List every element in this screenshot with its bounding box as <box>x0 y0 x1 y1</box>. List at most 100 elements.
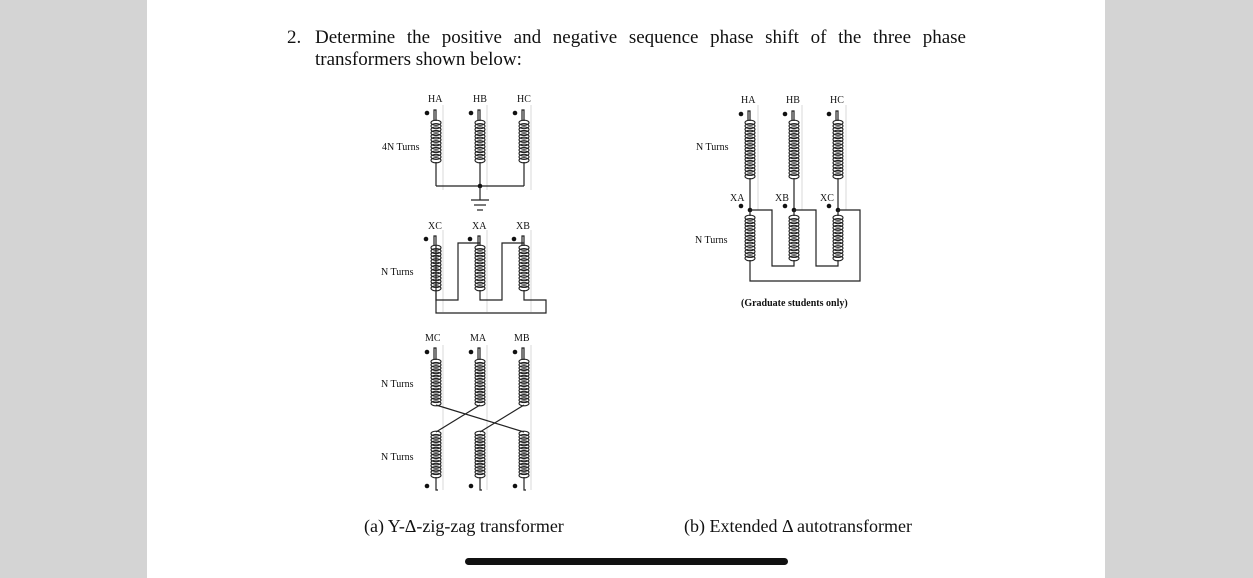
a-mid-lead <box>433 235 437 246</box>
a-zz-upper-coil-2-loop <box>518 368 530 375</box>
b-top-coil-1-loop <box>788 156 800 163</box>
a-top-coil-0-loop <box>430 153 442 160</box>
a-zz-lower-coil-0-loop <box>430 443 442 450</box>
a-zz-upper-coil-0-loop <box>430 358 442 365</box>
a-top-coil-1-loop <box>474 146 486 154</box>
a-zz-upper-coil-2-loop <box>518 384 530 391</box>
a-zz-lower-coil-0-loop <box>430 453 442 460</box>
a-zz-upper-coil-1-loop <box>474 384 486 391</box>
a-zz-lower-coil-2-loop <box>518 433 530 440</box>
b-top-coil-1-loop <box>788 163 800 170</box>
a-top-coil-2-loop <box>518 136 530 143</box>
a-zz-lower-coil-0-loop <box>430 449 442 456</box>
a-mid-lead <box>477 235 481 246</box>
a-mid-coil-2-loop <box>518 275 530 282</box>
a-mid-coil-1-loop <box>474 268 486 275</box>
a-zz-upper-coil-2-loop <box>518 358 530 365</box>
a-zz-upper-coil-0-loop <box>430 384 442 391</box>
a-zz-lower-coil-2-loop <box>518 462 530 469</box>
a-mid-coil-1-loop <box>474 251 486 258</box>
b-top-coil-0-loop <box>744 156 756 163</box>
a-mid-coil-1-loop <box>474 261 486 268</box>
a-zz-upper-coil-2-loop <box>518 387 530 394</box>
label-a-HC: HC <box>517 94 531 105</box>
b-top-coil-2-loop <box>832 169 844 177</box>
label-b-XA: XA <box>730 193 745 204</box>
b-bottom-coil-0-loop <box>744 238 756 245</box>
turns-b-bottom: N Turns <box>695 235 728 246</box>
b-tap-polarity-dot <box>782 203 788 209</box>
a-mid-coil-1-loop <box>474 264 486 272</box>
a-zz-upper-coil-1-loop <box>474 361 486 368</box>
a-mid-coil-1-loop <box>474 271 486 278</box>
b-top-lead <box>791 110 795 121</box>
a-mid-coil-1-loop <box>474 275 486 282</box>
b-delta-link-1 <box>749 209 861 282</box>
a-zz-lower-coil-0-loop <box>430 456 442 463</box>
b-top-coil-2-loop <box>832 153 844 160</box>
a-top-coil-0-loop <box>430 129 442 137</box>
a-top-coil-0-loop <box>430 143 442 150</box>
a-zz-lower-coil-2-loop <box>518 456 530 463</box>
a-top-coil-2-loop <box>518 153 530 160</box>
a-mid-coil-2-loop <box>518 258 530 265</box>
b-top-coil-1-loop <box>788 169 800 177</box>
b-top-coil-2-loop <box>832 139 844 146</box>
a-zz-lead <box>477 347 481 360</box>
b-top-coil-2-loop <box>832 126 844 133</box>
b-bottom-coil-1-loop <box>788 248 800 255</box>
b-top-coil-2-loop <box>832 159 844 166</box>
label-a-HB: HB <box>473 94 487 105</box>
a-zz-lower-coil-1-loop <box>474 449 486 456</box>
label-a-XB: XB <box>516 221 530 232</box>
a-zz-upper-coil-2-loop <box>518 377 530 384</box>
b-bottom-coil-0-loop <box>744 228 756 235</box>
a-top-coil-0-loop <box>430 146 442 154</box>
a-zz-lead <box>521 347 525 360</box>
a-delta-link-3 <box>435 246 547 314</box>
a-zz-upper-coil-2-loop <box>518 361 530 368</box>
b-top-coil-1-loop <box>788 139 800 146</box>
question-text: Determine the positive and negative sequ… <box>315 27 966 71</box>
b-bottom-coil-2-loop <box>832 238 844 245</box>
a-zz-lower-coil-0-loop <box>430 446 442 453</box>
a-zz-upper-coil-0-loop <box>430 371 442 378</box>
label-b-HB: HB <box>786 95 800 106</box>
b-top-lead <box>747 110 751 121</box>
b-top-coil-2-loop <box>832 146 844 153</box>
b-delta-link-2 <box>750 209 795 267</box>
b-top-coil-0-loop <box>744 149 756 156</box>
a-top-coil-2-loop <box>518 133 530 140</box>
a-zz-upper-coil-1-loop <box>474 387 486 394</box>
b-top-coil-0-loop <box>744 153 756 160</box>
b-bottom-coil-2-loop <box>832 224 844 231</box>
a-zz-lower-coil-0-loop <box>430 466 442 472</box>
a-zz-upper-coil-2-loop <box>518 374 530 381</box>
a-zz-lower-coil-1-loop <box>474 437 486 443</box>
home-indicator-bar[interactable] <box>465 558 788 565</box>
a-zz-lower-coil-0-loop <box>430 469 442 476</box>
label-a-MA: MA <box>470 333 487 344</box>
a-zz-bottom-lead <box>479 477 482 491</box>
label-a-XC: XC <box>428 221 442 232</box>
a-zz-upper-coil-0-loop <box>430 377 442 384</box>
b-delta-link-3 <box>794 209 839 267</box>
a-zz-cross-1 <box>435 404 525 433</box>
a-zz-bottom-lead <box>523 477 526 491</box>
b-top-coil-1-loop <box>788 119 800 126</box>
b-bottom-coil-0-loop <box>744 241 756 248</box>
a-zz-upper-coil-2-loop <box>518 371 530 378</box>
b-bottom-coil-1-loop <box>788 241 800 248</box>
a-zz-upper-coil-1-loop <box>474 394 486 400</box>
a-top-coil-1-loop <box>474 129 486 137</box>
a-zz-upper-coil-1-loop <box>474 374 486 381</box>
a-zz-upper-coil-0-loop <box>430 381 442 388</box>
a-top-coil-1-loop <box>474 126 486 133</box>
a-zz-lower-coil-1-loop <box>474 430 486 437</box>
a-mid-coil-1-loop <box>474 254 486 261</box>
a-zz-polarity-dot <box>512 349 518 355</box>
a-zz-upper-coil-2-loop <box>518 394 530 400</box>
a-mid-polarity-dot <box>511 236 517 242</box>
a-zz-lower-coil-2-loop <box>518 449 530 456</box>
